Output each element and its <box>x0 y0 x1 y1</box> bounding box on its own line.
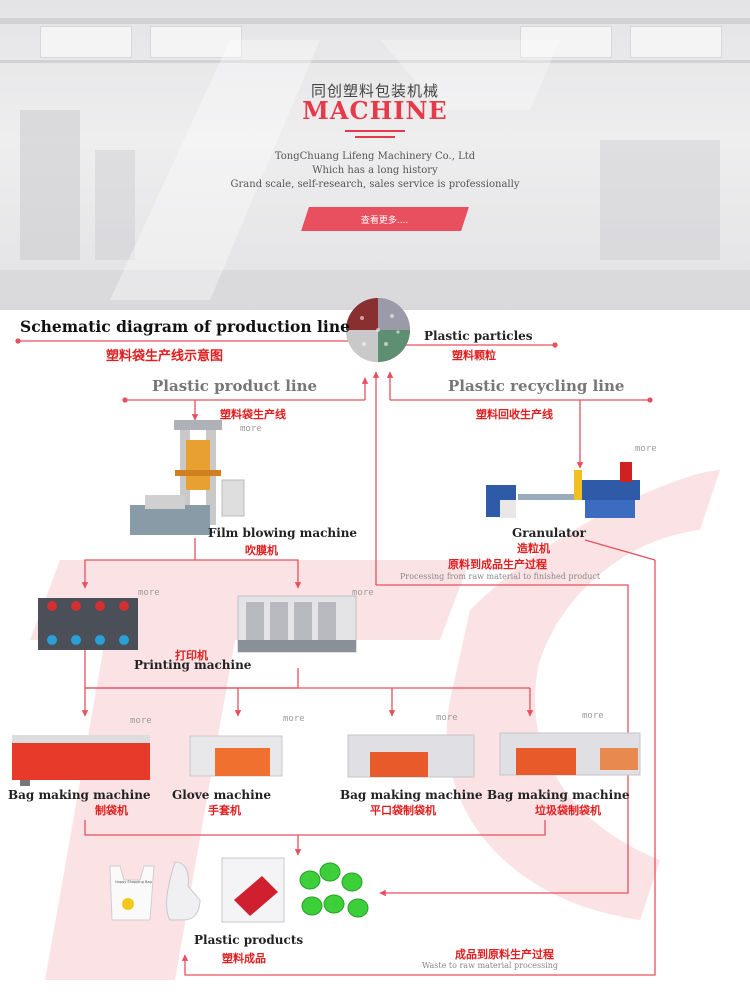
recycling-line-label: Plastic recycling line <box>448 377 625 395</box>
hero-divider-short <box>355 136 395 138</box>
more-link-granulator[interactable]: more <box>635 444 657 454</box>
particles-label: Plastic particles <box>424 329 533 343</box>
waste-to-raw-cn: 成品到原料生产过程 <box>455 948 554 961</box>
film-blowing-label-cn: 吹膜机 <box>245 544 278 557</box>
bag-machine-4-label: Bag making machine <box>487 788 630 802</box>
granulator-label: Granulator <box>512 526 586 540</box>
glove-machine-label-cn: 手套机 <box>208 804 241 817</box>
hero-banner: 同创塑料包装机械 MACHINE TongChuang Lifeng Machi… <box>0 0 750 310</box>
bag-machine-1-label: Bag making machine <box>8 788 151 802</box>
more-link-bag-1[interactable]: more <box>130 716 152 726</box>
products-label: Plastic products <box>194 933 304 947</box>
bag-machine-3-label-cn: 平口袋制袋机 <box>370 804 436 817</box>
hero-watermark <box>110 40 560 300</box>
hero-history: Which has a long history <box>312 165 438 176</box>
more-link-bag-3[interactable]: more <box>436 713 458 723</box>
product-line-label-cn: 塑料袋生产线 <box>220 408 286 421</box>
more-link-bag-2[interactable]: more <box>283 714 305 724</box>
more-link-printing-1[interactable]: more <box>138 588 160 598</box>
waste-to-raw-en: Waste to raw material processing <box>422 961 559 970</box>
hero-company-en: TongChuang Lifeng Machinery Co., Ltd <box>274 151 476 162</box>
raw-to-finished-en: Processing from raw material to finished… <box>400 572 601 581</box>
schematic-title: Schematic diagram of production line <box>20 317 350 336</box>
particles-label-cn: 塑料颗粒 <box>452 349 496 362</box>
recycling-line-label-cn: 塑料回收生产线 <box>476 408 553 421</box>
more-link-printing-2[interactable]: more <box>352 588 374 598</box>
printing-label: Printing machine <box>134 658 252 672</box>
bag-machine-3-label: Bag making machine <box>340 788 483 802</box>
hero-headline: MACHINE <box>302 96 448 125</box>
hero-tagline: Grand scale, self-research, sales servic… <box>230 179 520 190</box>
glove-machine-label: Glove machine <box>172 788 272 802</box>
more-link-bag-4[interactable]: more <box>582 711 604 721</box>
shopping-bag-text: Happy Shopping Bag <box>115 880 152 884</box>
hero-divider <box>345 130 405 132</box>
schematic-title-cn: 塑料袋生产线示意图 <box>106 349 224 364</box>
granulator-label-cn: 造粒机 <box>517 542 550 555</box>
film-blowing-label: Film blowing machine <box>208 526 358 540</box>
product-line-label: Plastic product line <box>152 377 318 395</box>
bag-machine-1-label-cn: 制袋机 <box>95 804 128 817</box>
products-label-cn: 塑料成品 <box>222 952 266 965</box>
bag-machine-4-label-cn: 垃圾袋制袋机 <box>535 804 601 817</box>
raw-to-finished-cn: 原料到成品生产过程 <box>448 558 547 571</box>
printing-label-cn: 打印机 <box>175 649 208 662</box>
more-link-film[interactable]: more <box>240 424 262 434</box>
hero-company-cn: 同创塑料包装机械 <box>310 82 439 100</box>
